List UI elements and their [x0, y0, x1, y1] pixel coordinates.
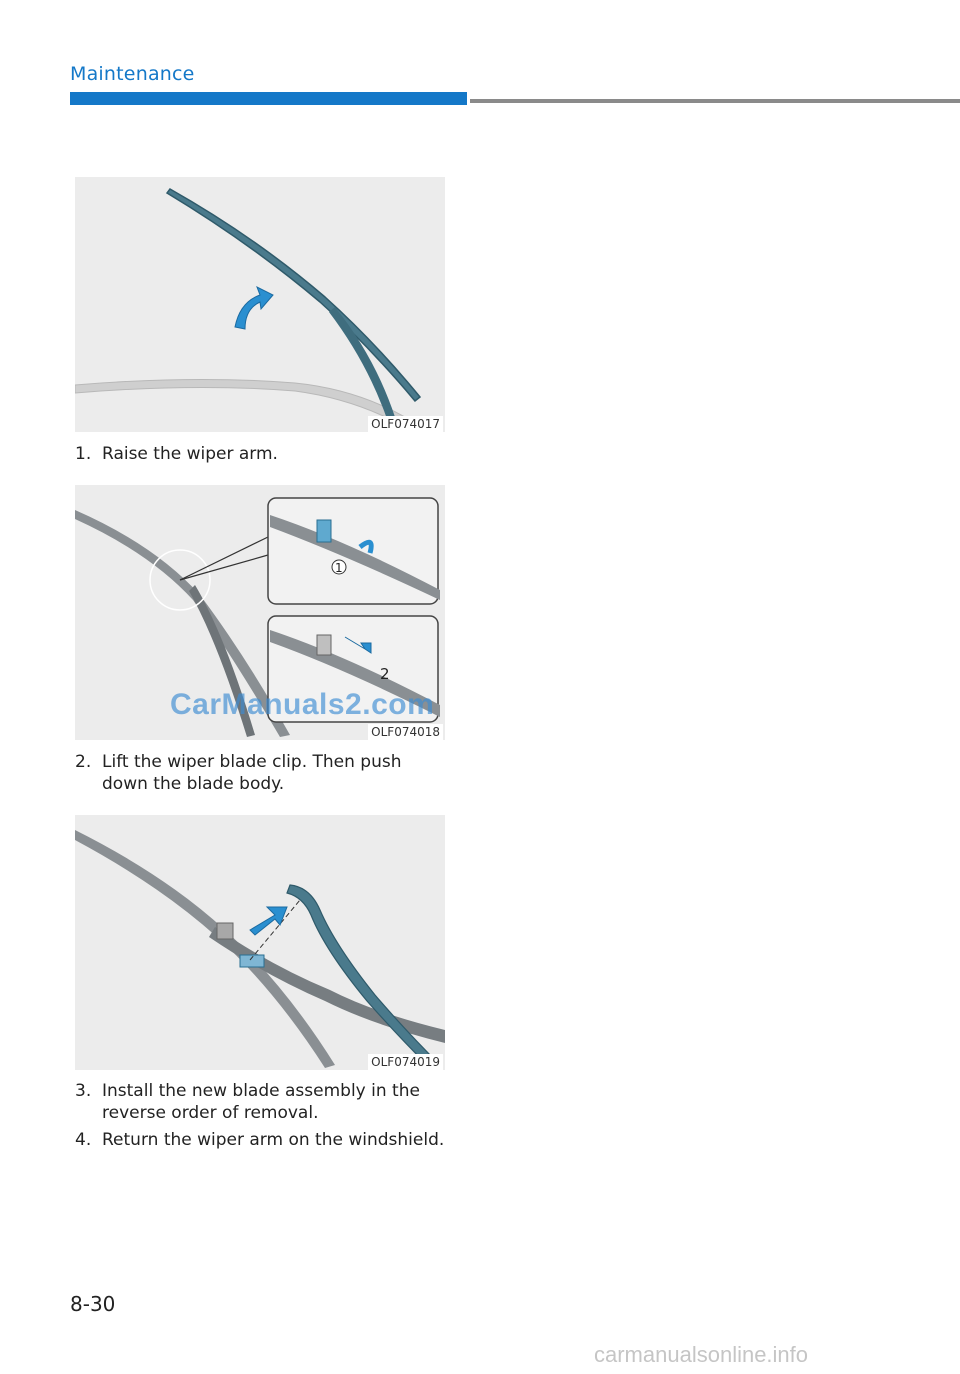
figure-install-blade: OLF074019	[75, 815, 445, 1070]
step-item: 4. Return the wiper arm on the windshiel…	[75, 1129, 445, 1151]
section-title: Maintenance	[70, 63, 195, 85]
watermark: CarManuals2.com	[170, 688, 435, 721]
header-rule-gray	[470, 99, 960, 103]
callout-1: 1	[335, 561, 343, 575]
step-number: 1.	[75, 444, 92, 464]
step-text: Raise the wiper arm.	[102, 444, 278, 464]
figure-code: OLF074017	[368, 416, 443, 432]
step-number: 3.	[75, 1081, 92, 1101]
step-text: Return the wiper arm on the windshield.	[102, 1130, 445, 1150]
blade-clip-illustration: 1 2	[75, 497, 440, 737]
page-number: 8-30	[70, 1292, 116, 1316]
step-number: 2.	[75, 752, 92, 772]
site-watermark: carmanualsonline.info	[594, 1342, 809, 1367]
figure-code: OLF074019	[368, 1054, 443, 1070]
figure-raise-wiper-arm: OLF074017	[75, 177, 445, 432]
figure-lift-blade-clip: 1 2 CarManuals2.com OLF074018	[75, 485, 445, 740]
figure-code: OLF074018	[368, 724, 443, 740]
step-item: 3. Install the new blade assembly in the…	[75, 1080, 445, 1124]
step-text: Install the new blade assembly in the re…	[102, 1081, 420, 1123]
wiper-raise-illustration	[75, 188, 422, 428]
step-number: 4.	[75, 1130, 92, 1150]
install-blade-illustration	[75, 830, 445, 1069]
step-item: 1. Raise the wiper arm.	[75, 443, 445, 465]
step-text: Lift the wiper blade clip. Then push dow…	[102, 752, 402, 794]
callout-2: 2	[380, 665, 390, 683]
step-item: 2. Lift the wiper blade clip. Then push …	[75, 751, 445, 795]
header-rule-blue	[70, 92, 467, 105]
